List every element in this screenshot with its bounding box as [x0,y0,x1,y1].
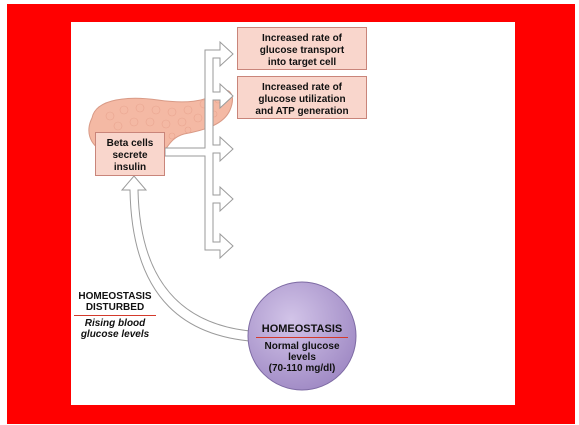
insulin-branch-arrows [164,40,234,260]
feedback-arrow [120,175,267,343]
homeostasis-line: levels [288,352,316,363]
result-line: glucose transport [259,45,345,56]
result-glucose-transport-box: Increased rate of glucose transport into… [237,27,367,70]
homeostasis-line: Normal glucose [264,341,340,352]
homeostasis-title: HOMEOSTASIS [261,323,343,335]
homeostasis-disturbed-label: HOMEOSTASIS DISTURBED Rising blood gluco… [72,291,158,340]
disturbed-title-line: DISTURBED [85,302,145,313]
result-line: Increased rate of [261,82,343,93]
beta-line: insulin [113,162,147,173]
homeostasis-circle [247,281,357,391]
homeostasis-label: HOMEOSTASIS Normal glucose levels (70-11… [252,324,352,374]
beta-cells-box: Beta cells secrete insulin [95,132,165,176]
result-line: into target cell [267,57,337,68]
beta-line: Beta cells [106,138,154,149]
result-line: and ATP generation [255,106,349,117]
divider [256,337,348,338]
disturbed-title-line: HOMEOSTASIS [78,291,152,302]
result-line: glucose utilization [258,94,346,105]
divider [74,315,156,316]
disturbed-cause-line: Rising blood [84,318,146,329]
beta-line: secrete [112,150,148,161]
homeostasis-line: (70-110 mg/dl) [268,363,336,374]
result-line: Increased rate of [261,33,343,44]
result-glucose-utilization-box: Increased rate of glucose utilization an… [237,76,367,119]
disturbed-cause-line: glucose levels [80,329,150,340]
